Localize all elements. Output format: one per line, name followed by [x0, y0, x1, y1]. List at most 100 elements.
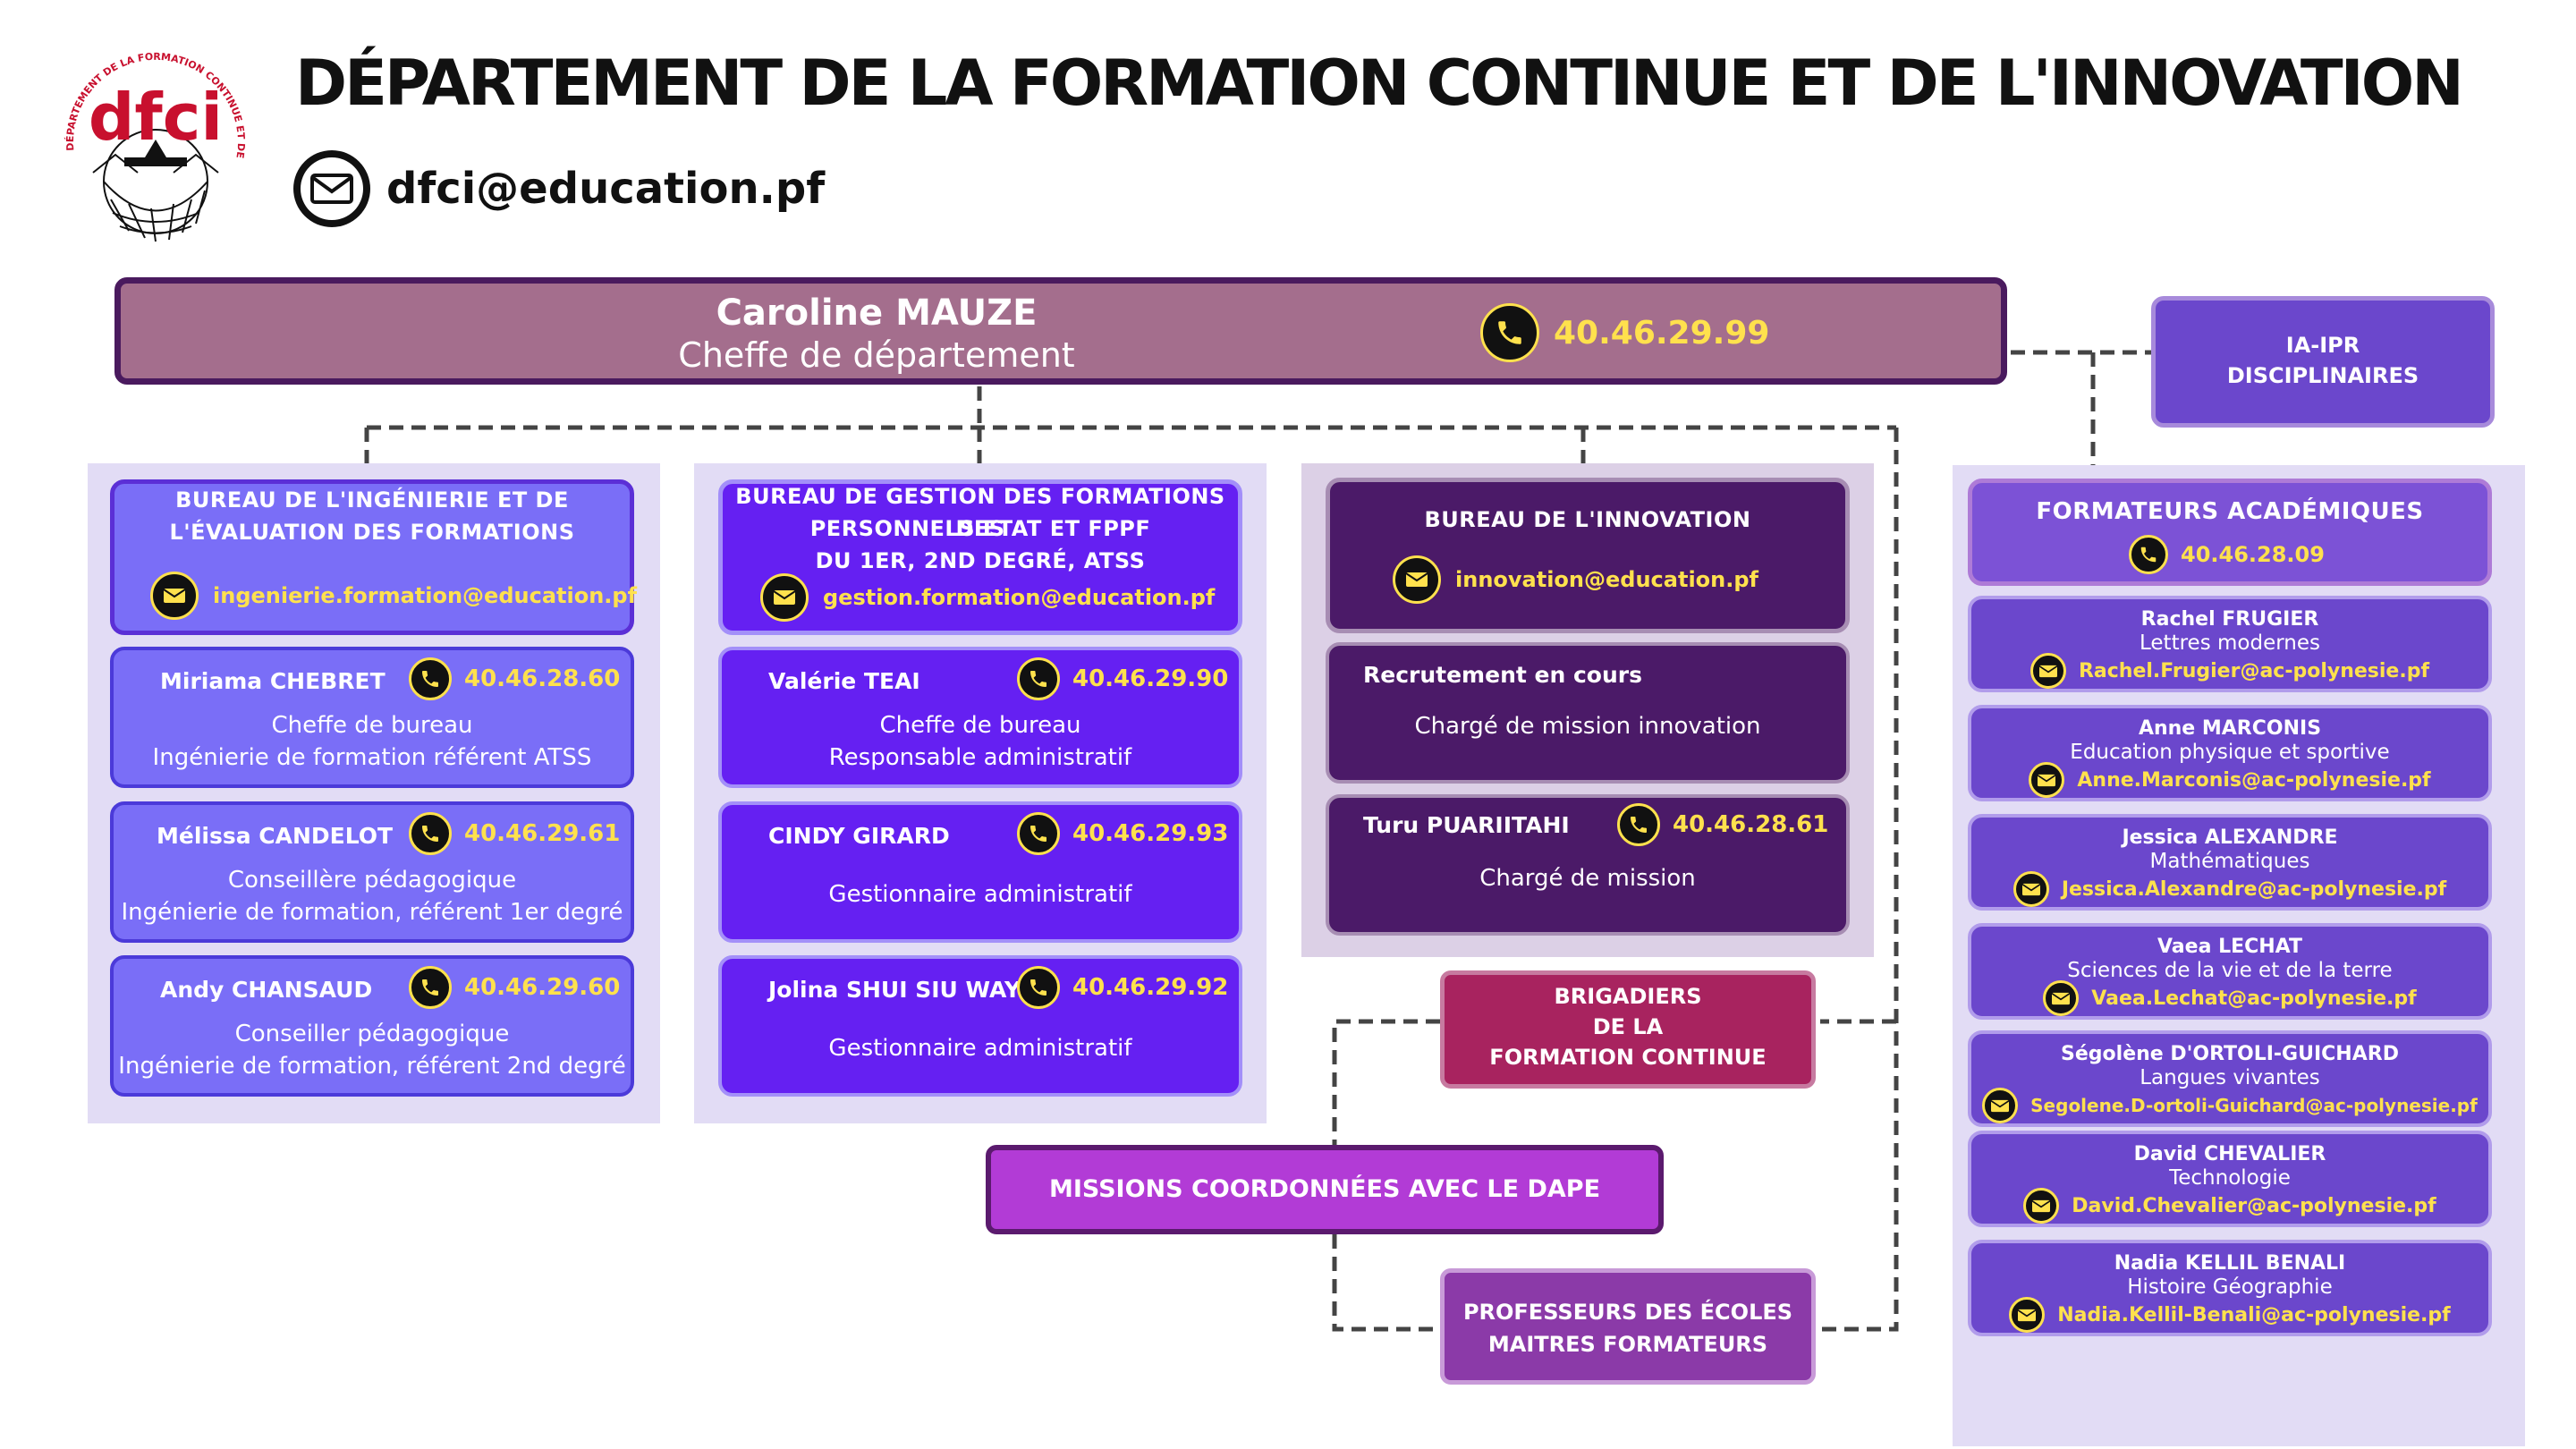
mail-icon: [2009, 1297, 2046, 1333]
bureau-ingenierie-email[interactable]: ingenierie.formation@education.pf: [150, 572, 637, 620]
brigadiers-line1: BRIGADIERS: [1554, 984, 1702, 1009]
member-role: Cheffe de bureau: [879, 712, 1081, 739]
mail-icon: [150, 572, 199, 620]
head-phone-number: 40.46.29.99: [1554, 314, 1770, 352]
member-card: Jolina SHUI SIU WAY 40.46.29.92 Gestionn…: [718, 955, 1242, 1097]
head-of-department-box: Caroline MAUZE Cheffe de département 40.…: [114, 277, 2007, 385]
member-phone-number: 40.46.29.92: [1072, 974, 1229, 1001]
formateur-name: Rachel FRUGIER: [2140, 608, 2319, 631]
mail-icon: [760, 573, 809, 622]
formateur-email-text: Jessica.Alexandre@ac-polynesie.pf: [2061, 877, 2447, 901]
formateur-name: Vaea LECHAT: [2157, 936, 2303, 958]
bureau-innovation-email-text: innovation@education.pf: [1455, 567, 1758, 592]
formateur-email[interactable]: David.Chevalier@ac-polynesie.pf: [1971, 1188, 2488, 1224]
mail-icon: [1982, 1088, 2019, 1123]
member-role-detail: Ingénierie de formation, référent 1er de…: [121, 899, 623, 926]
member-name: CINDY GIRARD: [768, 823, 950, 849]
member-role-detail: Ingénierie de formation, référent 2nd de…: [118, 1053, 626, 1080]
head-phone[interactable]: 40.46.29.99: [1480, 303, 1769, 362]
formateur-name: Jessica ALEXANDRE: [2122, 826, 2338, 849]
member-name: Andy CHANSAUD: [160, 977, 373, 1003]
member-card: Mélissa CANDELOT 40.46.29.61 Conseillère…: [110, 801, 634, 943]
page-title: DÉPARTEMENT DE LA FORMATION CONTINUE ET …: [295, 47, 2464, 120]
logo-text: dfci: [89, 80, 223, 155]
mail-icon: [2029, 653, 2066, 689]
member-phone[interactable]: 40.46.28.61: [1617, 803, 1828, 846]
formateur-email[interactable]: Segolene.D-ortoli-Guichard@ac-polynesie.…: [1971, 1088, 2488, 1123]
mail-icon: [2029, 762, 2065, 798]
formateur-email-text: Segolene.D-ortoli-Guichard@ac-polynesie.…: [2030, 1095, 2478, 1116]
phone-icon: [1017, 812, 1060, 855]
brigadiers-box: BRIGADIERS DE LA FORMATION CONTINUE: [1440, 970, 1816, 1089]
formateur-email[interactable]: Jessica.Alexandre@ac-polynesie.pf: [1971, 871, 2488, 907]
bureau-innovation-email[interactable]: innovation@education.pf: [1393, 555, 1758, 604]
formateurs-phone[interactable]: 40.46.28.09: [2129, 535, 2325, 574]
member-card: Andy CHANSAUD 40.46.29.60 Conseiller péd…: [110, 955, 634, 1097]
formateur-email[interactable]: Nadia.Kellil-Benali@ac-polynesie.pf: [1971, 1297, 2488, 1333]
ia-ipr-line2: DISCIPLINAIRES: [2226, 363, 2419, 388]
member-name: Jolina SHUI SIU WAY: [768, 977, 1021, 1003]
member-name: Valérie TEAI: [768, 668, 920, 694]
formateur-email[interactable]: Vaea.Lechat@ac-polynesie.pf: [1971, 980, 2488, 1016]
missions-box: MISSIONS COORDONNÉES AVEC LE DAPE: [986, 1145, 1664, 1234]
member-phone[interactable]: 40.46.29.92: [1017, 966, 1228, 1009]
formateur-name: Nadia KELLIL BENALI: [2114, 1252, 2346, 1275]
formateur-card: Ségolène D'ORTOLI-GUICHARD Langues vivan…: [1968, 1030, 2492, 1127]
member-role: Cheffe de bureau: [271, 712, 473, 739]
logo: DÉPARTEMENT DE LA FORMATION CONTINUE ET …: [39, 25, 272, 249]
member-card: Valérie TEAI 40.46.29.90 Cheffe de burea…: [718, 647, 1242, 788]
formateur-card: Rachel FRUGIER Lettres modernes Rachel.F…: [1968, 596, 2492, 692]
formateur-email-text: Rachel.Frugier@ac-polynesie.pf: [2078, 659, 2430, 682]
member-name: Miriama CHEBRET: [160, 668, 386, 694]
formateur-subject: Sciences de la vie et de la terre: [2067, 959, 2393, 982]
member-phone[interactable]: 40.46.29.61: [409, 812, 620, 855]
brigadiers-line3: FORMATION CONTINUE: [1489, 1045, 1767, 1070]
member-card: Miriama CHEBRET 40.46.28.60 Cheffe de bu…: [110, 647, 634, 788]
formateur-email-text: Anne.Marconis@ac-polynesie.pf: [2077, 768, 2431, 792]
member-role-detail: Responsable administratif: [828, 744, 1132, 771]
bureau-gestion-email[interactable]: gestion.formation@education.pf: [760, 573, 1215, 622]
formateur-name: David CHEVALIER: [2133, 1143, 2326, 1165]
member-card: CINDY GIRARD 40.46.29.93 Gestionnaire ad…: [718, 801, 1242, 943]
member-role-detail: Ingénierie de formation référent ATSS: [152, 744, 592, 771]
bureau-gestion-title3: DU 1ER, 2ND DEGRÉ, ATSS: [815, 548, 1146, 573]
bureau-gestion-title2: PERSONNELS ETAT ET FPPF: [809, 516, 1151, 541]
bureau-ingenierie-email-text: ingenierie.formation@education.pf: [213, 583, 638, 608]
member-phone[interactable]: 40.46.29.93: [1017, 812, 1228, 855]
formateur-card: Jessica ALEXANDRE Mathématiques Jessica.…: [1968, 814, 2492, 911]
formateur-email-text: Vaea.Lechat@ac-polynesie.pf: [2091, 987, 2417, 1010]
bureau-innovation-header: BUREAU DE L'INNOVATION innovation@educat…: [1326, 478, 1850, 633]
phone-icon: [1017, 657, 1060, 700]
formateur-card: Anne MARCONIS Education physique et spor…: [1968, 705, 2492, 801]
member-phone-number: 40.46.29.93: [1072, 820, 1229, 847]
member-card: Recrutement en cours Chargé de mission i…: [1326, 642, 1850, 784]
bureau-innovation-title: BUREAU DE L'INNOVATION: [1424, 507, 1751, 532]
formateurs-title: FORMATEURS ACADÉMIQUES: [2036, 498, 2424, 525]
formateur-email[interactable]: Anne.Marconis@ac-polynesie.pf: [1971, 762, 2488, 798]
member-card: Turu PUARIITAHI 40.46.28.61 Chargé de mi…: [1326, 794, 1850, 936]
member-role: Chargé de mission innovation: [1414, 713, 1761, 740]
professeurs-box: PROFESSEURS DES ÉCOLES MAITRES FORMATEUR…: [1440, 1268, 1816, 1385]
phone-icon: [1617, 803, 1660, 846]
member-phone-number: 40.46.29.60: [464, 974, 621, 1001]
member-role: Conseiller pédagogique: [234, 1021, 510, 1047]
member-phone[interactable]: 40.46.29.60: [409, 966, 620, 1009]
mail-icon: [2043, 980, 2080, 1016]
member-role: Gestionnaire administratif: [828, 881, 1132, 908]
professeurs-line2: MAITRES FORMATEURS: [1487, 1332, 1768, 1357]
mail-icon: [1393, 555, 1441, 604]
formateur-subject: Education physique et sportive: [2070, 741, 2390, 764]
missions-label: MISSIONS COORDONNÉES AVEC LE DAPE: [1048, 1175, 1601, 1203]
formateurs-phone-number: 40.46.28.09: [2181, 542, 2325, 567]
header-email[interactable]: dfci@education.pf: [293, 148, 825, 229]
formateur-email[interactable]: Rachel.Frugier@ac-polynesie.pf: [1971, 653, 2488, 689]
formateur-card: Nadia KELLIL BENALI Histoire Géographie …: [1968, 1240, 2492, 1336]
member-phone-number: 40.46.28.60: [464, 665, 621, 692]
member-role: Conseillère pédagogique: [227, 867, 517, 894]
member-phone[interactable]: 40.46.29.90: [1017, 657, 1228, 700]
member-phone[interactable]: 40.46.28.60: [409, 657, 620, 700]
brigadiers-line2: DE LA: [1592, 1014, 1664, 1039]
formateur-subject: Technologie: [2169, 1166, 2291, 1190]
formateur-subject: Langues vivantes: [2140, 1066, 2320, 1089]
